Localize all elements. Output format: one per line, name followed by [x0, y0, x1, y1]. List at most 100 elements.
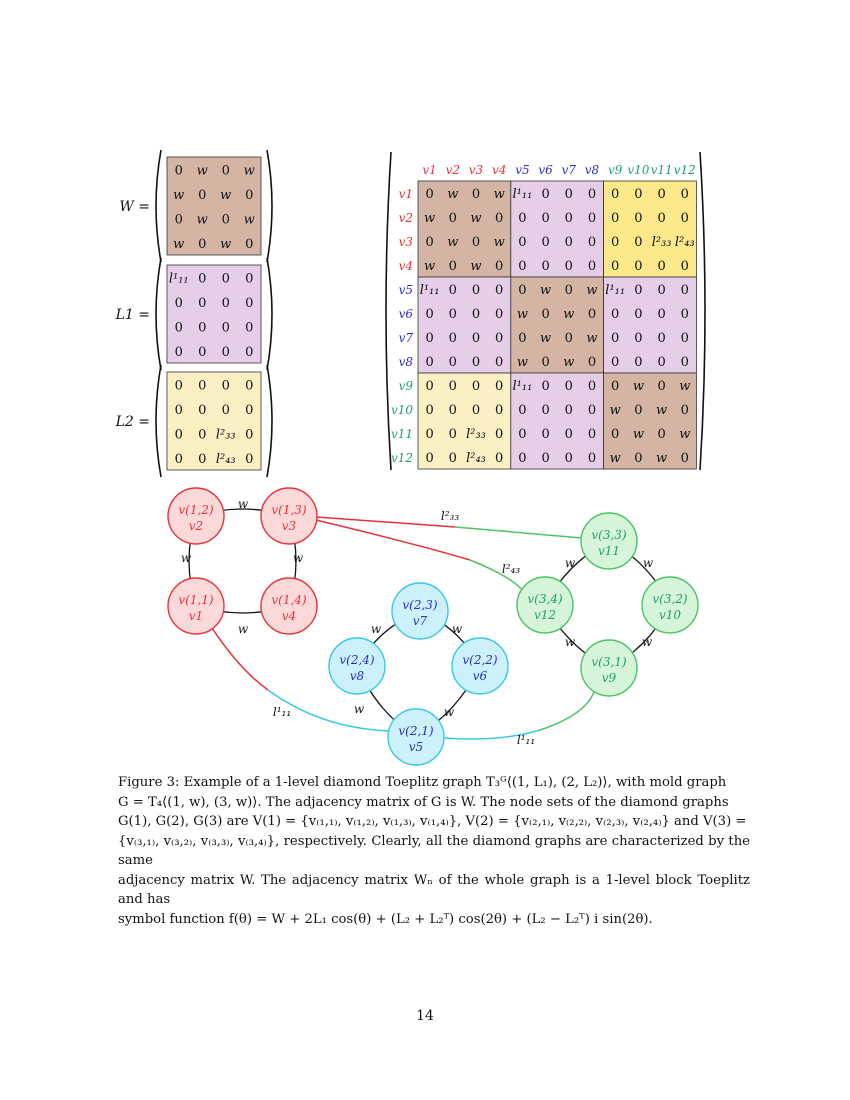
node-label-index: v11	[598, 544, 620, 558]
matrix-cell: w	[563, 307, 574, 322]
node-label-pair: v(1,4)	[271, 593, 307, 607]
cross-edge-segment	[267, 689, 390, 732]
node-circle	[641, 576, 699, 634]
right-paren	[266, 257, 273, 371]
matrix-cell: 0	[588, 379, 596, 394]
matrix-cell: w	[679, 427, 690, 442]
column-label: v3	[469, 163, 484, 177]
row-label: v12	[391, 451, 413, 465]
row-label: v6	[399, 307, 414, 321]
matrix-cell: w	[679, 379, 690, 394]
matrix-cell: 0	[565, 259, 573, 274]
matrix-cell: 0	[681, 355, 689, 370]
row-label: v3	[399, 235, 414, 249]
matrix-cell: w	[424, 211, 435, 226]
graph-node: v(3,3)v11	[580, 512, 638, 570]
node-circle	[580, 639, 638, 697]
matrix-cell: 0	[518, 235, 526, 250]
matrix-cell: l²₃₃	[466, 427, 486, 442]
matrix-block	[417, 180, 512, 278]
matrix-cell: 0	[634, 235, 642, 250]
matrix-cell: w	[197, 212, 208, 227]
matrix-cell: 0	[611, 355, 619, 370]
matrix-cell: 0	[588, 307, 596, 322]
matrix-block	[166, 264, 262, 364]
right-paren	[266, 149, 273, 263]
matrix-cell: 0	[222, 345, 230, 360]
matrix-cell: 0	[425, 451, 433, 466]
matrix-cell: w	[517, 307, 528, 322]
matrix-cell: 0	[472, 283, 480, 298]
matrix-cell: 0	[634, 211, 642, 226]
matrix-cell: 0	[518, 331, 526, 346]
matrix-cell: 0	[541, 451, 549, 466]
matrix-cell: 0	[518, 283, 526, 298]
matrix-cell: l¹₁₁	[605, 283, 625, 298]
matrix-cell: 0	[588, 235, 596, 250]
matrix-cell: 0	[222, 403, 230, 418]
matrix-cell: 0	[495, 355, 503, 370]
matrix-cell: 0	[518, 427, 526, 442]
matrix-cell: 0	[611, 235, 619, 250]
edge-weight-label: w	[452, 622, 463, 636]
cross-edge-segment	[315, 519, 471, 561]
matrix-cell: 0	[175, 452, 183, 467]
matrix-cell: l²₃₃	[216, 427, 236, 442]
column-label: v5	[515, 163, 529, 177]
matrix-cell: 0	[611, 427, 619, 442]
edge-weight-label: w	[444, 705, 455, 719]
matrix-cell: w	[517, 355, 528, 370]
matrix-cell: 0	[495, 427, 503, 442]
matrix-cell: 0	[541, 259, 549, 274]
matrix-cell: w	[563, 355, 574, 370]
matrix-cell: 0	[495, 451, 503, 466]
column-label: v8	[585, 163, 600, 177]
matrix-cell: 0	[495, 259, 503, 274]
matrix-cell: l¹₁₁	[169, 271, 189, 286]
matrix-cell: 0	[611, 307, 619, 322]
node-circle	[260, 487, 318, 545]
matrix-cell: l¹₁₁	[513, 379, 533, 394]
matrix-cell: 0	[681, 331, 689, 346]
matrix-block	[166, 156, 262, 256]
matrix-cell: 0	[657, 379, 665, 394]
matrix-cell: w	[220, 237, 231, 252]
matrix-cell: 0	[634, 331, 642, 346]
matrix-cell: 0	[588, 259, 596, 274]
column-label: v10	[627, 163, 649, 177]
caption-line: symbol function f(θ) = W + 2L₁ cos(θ) + …	[118, 911, 653, 927]
matrix-cell: w	[244, 212, 255, 227]
matrix-cell: 0	[681, 451, 689, 466]
matrix-cell: w	[424, 259, 435, 274]
matrix-block	[603, 180, 697, 278]
column-label: v4	[492, 163, 506, 177]
matrix-cell: 0	[198, 452, 206, 467]
edge-weight-label: w	[238, 497, 249, 511]
node-label-index: v2	[189, 519, 203, 533]
matrix-cell: 0	[565, 235, 573, 250]
node-circle	[391, 582, 449, 640]
matrix-cell: 0	[245, 320, 253, 335]
matrix-cell: l²₃₃	[652, 235, 672, 250]
graph-node: v(3,4)v12	[516, 576, 574, 634]
caption-line: adjacency matrix W. The adjacency matrix…	[118, 872, 750, 908]
column-label: v7	[562, 163, 577, 177]
node-circle	[167, 577, 225, 635]
matrix-cell: w	[494, 235, 505, 250]
matrix-cell: 0	[495, 307, 503, 322]
nodes: v(1,2)v2v(1,3)v3v(1,1)v1v(1,4)v4v(2,3)v7…	[167, 487, 699, 766]
matrix-cell: 0	[449, 451, 457, 466]
matrix-cell: w	[586, 283, 597, 298]
matrix-cell: 0	[681, 211, 689, 226]
matrix-cell: 0	[175, 378, 183, 393]
matrix-cell: 0	[588, 187, 596, 202]
matrix-cell: w	[586, 331, 597, 346]
matrix-cell: 0	[565, 331, 573, 346]
matrix-cell: w	[633, 379, 644, 394]
matrix-cell: 0	[449, 403, 457, 418]
node-label-index: v3	[282, 519, 297, 533]
node-label-pair: v(1,3)	[271, 503, 307, 517]
row-label: v7	[399, 331, 414, 345]
cross-edge-label: l¹₁₁	[273, 705, 291, 719]
